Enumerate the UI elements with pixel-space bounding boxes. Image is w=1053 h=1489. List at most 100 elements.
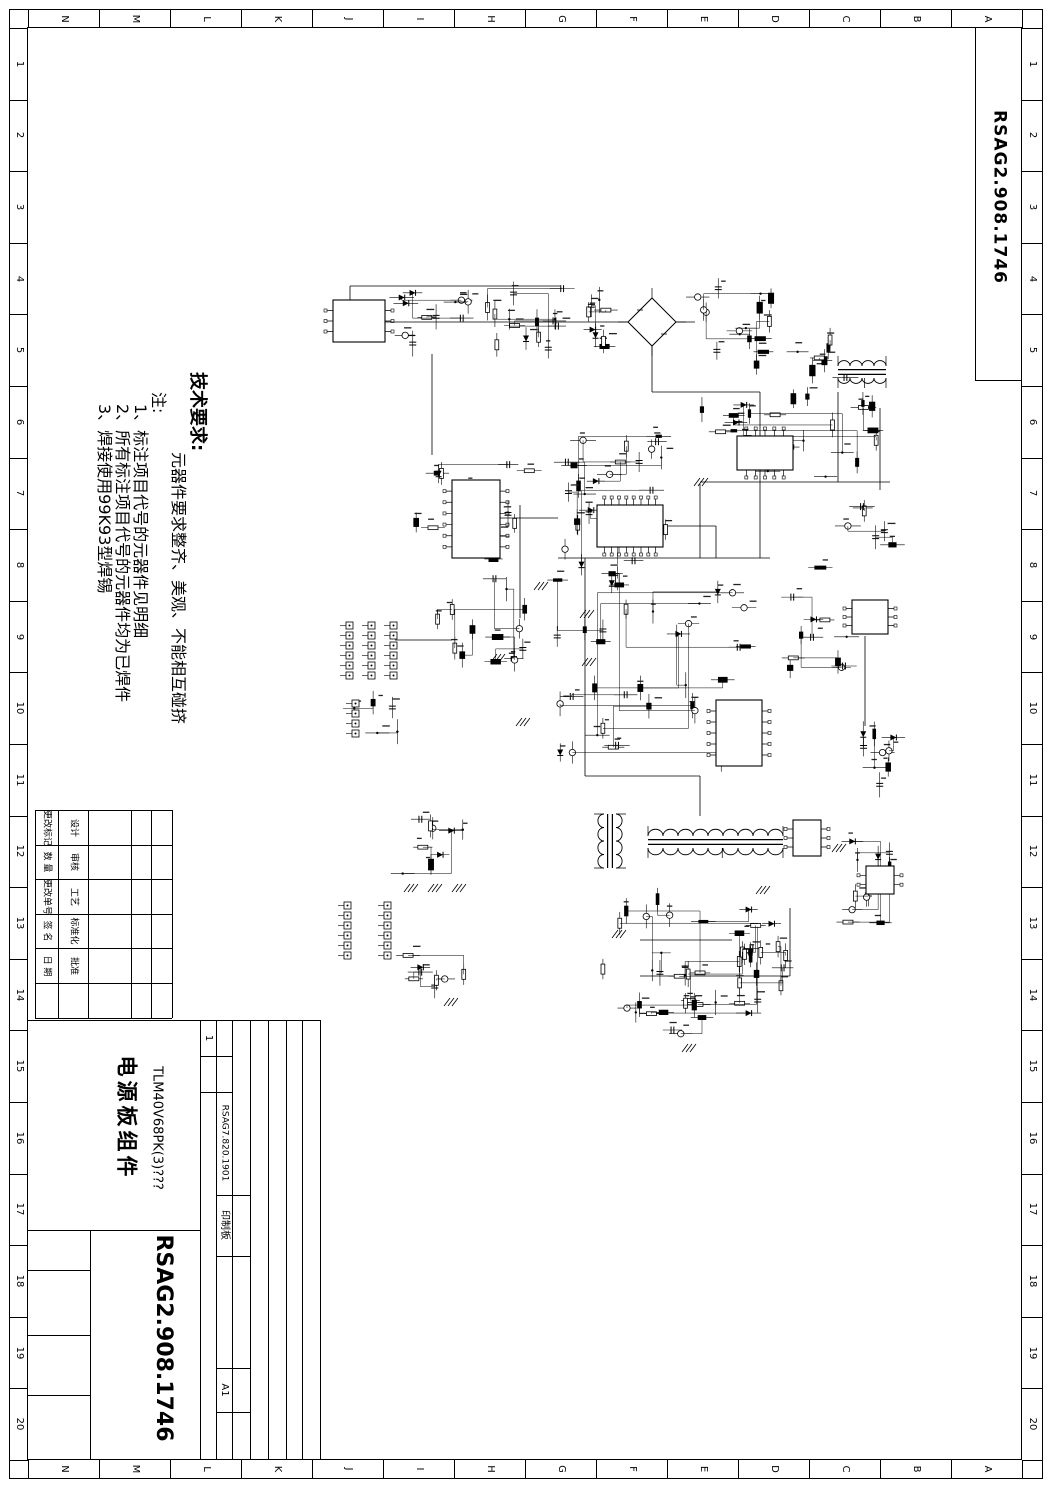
grid-line xyxy=(1022,1388,1043,1390)
grid-line xyxy=(241,1460,242,1479)
grid-line xyxy=(975,380,1022,381)
grid-line xyxy=(1022,1030,1043,1032)
grid-line xyxy=(1022,386,1043,387)
grid-line xyxy=(1022,10,1023,28)
grid-line xyxy=(312,1460,313,1479)
grid-line xyxy=(10,529,28,531)
grid-line xyxy=(951,1460,952,1479)
drawing-number-label: RSAG2.908.1746 xyxy=(151,1234,176,1442)
grid-line xyxy=(10,1030,28,1032)
connector-symbol xyxy=(378,901,392,960)
grid-line xyxy=(383,1460,384,1479)
grid-line xyxy=(216,1195,250,1196)
grid-line xyxy=(216,1020,217,1460)
connector-symbol xyxy=(362,621,376,680)
grid-line xyxy=(809,10,810,28)
revision-table-label: 日 期 xyxy=(41,955,52,976)
component-cluster xyxy=(485,281,575,359)
grid-line xyxy=(35,914,172,915)
grid-line xyxy=(28,10,29,28)
grid-line xyxy=(454,10,455,28)
revision-table-label: 签 名 xyxy=(41,920,52,942)
bridge-rectifier-symbol xyxy=(618,288,686,356)
connector-symbol xyxy=(340,621,354,680)
component-cluster xyxy=(736,923,794,996)
grid-line xyxy=(1022,457,1043,459)
grid-line xyxy=(1022,672,1043,674)
grid-line xyxy=(951,10,952,28)
grid-line xyxy=(172,810,173,1018)
ground-symbol xyxy=(443,997,459,1007)
grid-line xyxy=(1022,171,1043,173)
grid-line xyxy=(28,1230,200,1231)
assembly-name-label: 电源板组件 xyxy=(114,1055,139,1181)
tech-requirements-item-3: 3、焊接使用99K93型焊锡 xyxy=(95,404,114,594)
grid-line xyxy=(90,1230,91,1460)
grid-line xyxy=(28,1020,320,1021)
grid-line xyxy=(10,887,28,889)
grid-line xyxy=(1022,744,1043,745)
component-cluster xyxy=(435,575,531,672)
ground-symbol xyxy=(533,581,549,591)
revision-table-label: 审核 xyxy=(68,852,79,872)
grid-line xyxy=(525,10,526,28)
ground-symbol xyxy=(515,717,531,727)
connector-symbol xyxy=(338,901,352,960)
schematic-wires xyxy=(349,285,890,977)
revision-table-label: 批准 xyxy=(68,956,79,975)
grid-line xyxy=(200,1092,232,1093)
grid-line xyxy=(99,1460,100,1479)
grid-line xyxy=(10,457,28,459)
grid-line xyxy=(10,1388,28,1390)
grid-line xyxy=(35,983,172,984)
ic-symbol xyxy=(442,479,510,559)
component-cluster xyxy=(553,426,674,498)
inner-border xyxy=(27,27,1022,1460)
grid-line xyxy=(35,879,172,880)
grid-line xyxy=(1022,1460,1043,1461)
grid-line xyxy=(10,1316,28,1318)
grid-line xyxy=(216,1412,250,1413)
revision-table-label: 工艺 xyxy=(68,887,79,906)
grid-line xyxy=(1022,600,1043,602)
grid-line xyxy=(525,1460,526,1479)
transformer-symbol xyxy=(647,826,784,858)
grid-line xyxy=(35,810,172,811)
ic-symbol xyxy=(856,865,904,895)
grid-line xyxy=(1022,28,1043,29)
grid-line xyxy=(250,1020,251,1460)
grid-line xyxy=(10,600,28,602)
ground-symbol xyxy=(831,843,847,853)
ground-symbol xyxy=(755,885,771,895)
grid-line xyxy=(383,10,384,28)
grid-line xyxy=(10,672,28,674)
revision-table-label: 更改单号 xyxy=(41,878,52,915)
grid-line xyxy=(1022,529,1043,531)
revision-table-label: 更改标记 xyxy=(41,809,52,846)
grid-line xyxy=(1022,242,1043,244)
ground-symbol xyxy=(490,653,506,663)
grid-line xyxy=(10,958,28,960)
grid-line xyxy=(170,10,171,28)
component-cluster xyxy=(343,690,400,745)
grid-line xyxy=(28,1460,29,1479)
grid-line xyxy=(10,815,28,817)
ic-symbol xyxy=(842,599,898,635)
grid-line xyxy=(35,948,172,949)
grid-line xyxy=(268,1020,269,1460)
grid-line xyxy=(1022,314,1043,316)
component-cluster xyxy=(781,559,860,679)
grid-line xyxy=(312,10,313,28)
ground-symbol xyxy=(681,1043,697,1053)
schematic-graphics xyxy=(323,278,906,1053)
grid-line xyxy=(200,1056,232,1057)
ground-symbol xyxy=(579,609,595,619)
tech-requirements-title: 技术要求: xyxy=(187,372,208,452)
grid-line xyxy=(667,10,668,28)
ic-symbol xyxy=(736,426,794,480)
grid-line xyxy=(28,1270,90,1271)
transformer-symbol xyxy=(594,813,626,869)
grid-line xyxy=(170,1460,171,1479)
grid-line xyxy=(10,314,28,316)
